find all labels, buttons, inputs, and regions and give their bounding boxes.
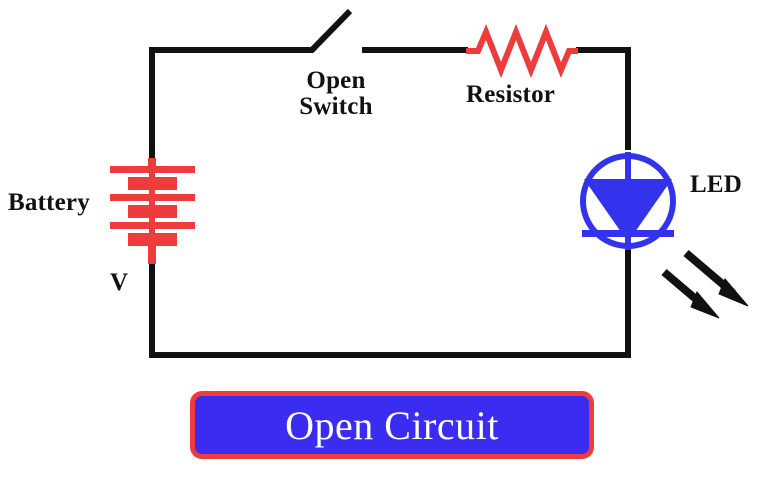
battery-stem-top (148, 158, 156, 170)
resistor-symbol (466, 23, 578, 79)
circuit-wires (149, 47, 631, 358)
resistor-zigzag (466, 23, 578, 79)
led-envelope-circle (580, 153, 676, 249)
led-symbol (580, 152, 676, 250)
open-switch-label-line2: Switch (299, 93, 373, 121)
led-anode-triangle (584, 179, 672, 242)
emission-arrow-1 (683, 249, 749, 307)
led-cathode-bar (582, 230, 674, 237)
battery-stem-bottom (148, 246, 156, 264)
open-switch-label-line1: Open (306, 67, 366, 94)
led-label: LED (690, 171, 743, 198)
voltage-label: V (110, 269, 129, 296)
battery-plate-long-1 (110, 166, 195, 173)
status-banner: Open Circuit (190, 391, 594, 459)
emission-arrow-2 (661, 268, 720, 319)
led-emission-arrows (661, 249, 749, 319)
battery-label: Battery (8, 189, 90, 216)
battery-symbol (110, 158, 195, 264)
battery-spine (149, 170, 155, 250)
switch-blade[interactable] (308, 8, 353, 54)
open-switch-label: Open Switch (286, 67, 386, 121)
open-switch-symbol[interactable] (308, 8, 353, 54)
resistor-label: Resistor (466, 81, 556, 108)
status-banner-text: Open Circuit (285, 402, 499, 448)
